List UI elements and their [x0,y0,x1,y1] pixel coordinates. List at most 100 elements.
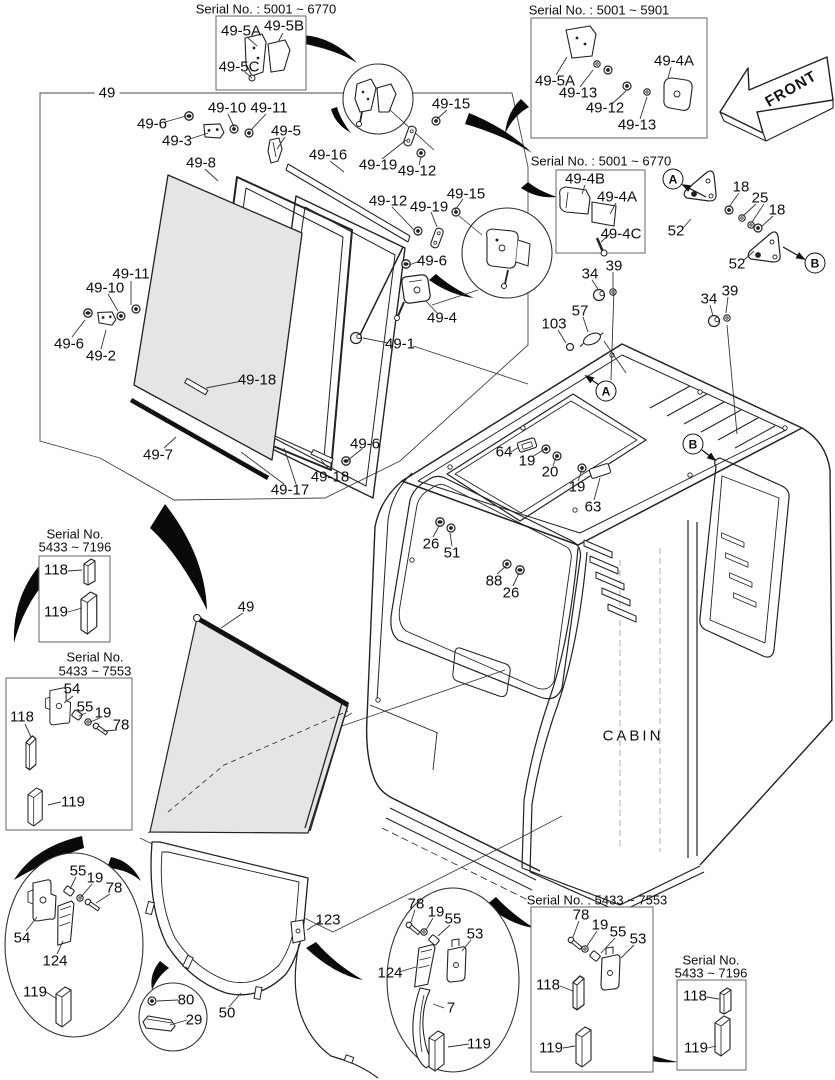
serial-title: Serial No. : 5001 ~ 6770 [195,1,337,17]
part-label-50: 50 [218,1004,236,1022]
serial-title: 5433 ~ 7196 [674,965,748,981]
part-label-19: 19 [591,916,609,934]
serial-title: Serial No. : 5433 ~ 7553 [526,892,668,908]
part-label-49-15: 49-15 [431,95,471,113]
part-label-124: 124 [377,964,403,982]
part-label-49: 49 [94,85,120,101]
part-label-118: 118 [10,708,34,726]
part-label-80: 80 [177,991,195,1009]
part-label-54: 54 [13,929,31,947]
part-label-118: 118 [536,976,560,994]
part-label-19: 19 [518,452,536,470]
cabin-drawing [365,343,833,913]
part-label-119: 119 [23,983,47,1001]
part-label-119: 119 [61,793,85,811]
part-label-49-18: 49-18 [237,371,277,389]
part-label-49-10: 49-10 [207,99,247,117]
part-label-18: 18 [732,178,750,196]
serial-box-6 [530,906,654,1073]
part-label-57: 57 [571,302,589,320]
part-label-34: 34 [700,290,718,308]
part-label-49-12: 49-12 [585,99,625,117]
part-label-119: 119 [44,603,68,621]
part-label-49-6: 49-6 [416,252,448,270]
part-label-26: 26 [502,584,520,602]
part-label-49-5A: 49-5A [534,72,576,90]
part-label-7: 7 [446,999,456,1017]
part-label-118: 118 [44,561,68,579]
part-label-49-4C: 49-4C [600,225,642,243]
part-label-78: 78 [112,716,130,734]
part-label-34: 34 [581,265,599,283]
part-label-78: 78 [572,906,590,924]
serial-box-2 [530,17,708,139]
part-label-49-5A: 49-5A [220,22,262,40]
view-letter-a: A [662,168,684,190]
view-letter-b: B [804,252,826,274]
front-direction-arrow [719,56,834,142]
part-label-88: 88 [485,572,503,590]
part-label-119: 119 [467,1035,491,1053]
part-label-52: 52 [728,255,746,273]
part-label-26: 26 [422,535,440,553]
part-label-63: 63 [584,498,602,516]
part-label-25: 25 [751,189,769,207]
serial-title: 5433 ~ 7196 [38,539,112,555]
serial-title: Serial No. [682,952,740,968]
part-label-49-19: 49-19 [358,156,398,174]
part-label-123: 123 [315,911,341,929]
front-window-assembly [97,123,431,499]
part-label-49-2: 49-2 [85,347,117,365]
part-label-49-13: 49-13 [617,116,657,134]
part-label-119: 119 [684,1039,708,1057]
part-label-49-11: 49-11 [250,99,288,117]
part-label-49-13: 49-13 [558,84,598,102]
hardware-parts [25,25,781,1072]
lower-window-and-door [145,613,379,1079]
part-label-55: 55 [69,862,87,880]
part-label-49-7: 49-7 [142,446,174,464]
part-label-53: 53 [466,925,484,943]
part-label-49-5B: 49-5B [263,17,305,35]
part-label-49-12: 49-12 [368,192,408,210]
part-label-54: 54 [63,680,81,698]
part-label-49-5C: 49-5C [218,58,260,76]
part-label-49-5: 49-5 [270,122,302,140]
part-label-49-12: 49-12 [397,162,437,180]
part-label-39: 39 [605,257,623,275]
serial-title: Serial No. [66,649,124,665]
part-label-19: 19 [94,704,112,722]
part-label-51: 51 [443,544,461,562]
serial-title: Serial No. : 5001 ~ 5901 [528,2,670,18]
part-label-49-11: 49-11 [112,265,150,283]
part-label-29: 29 [185,1011,203,1029]
leader-lines [24,32,806,1049]
part-label-64: 64 [495,443,513,461]
view-letter-b: B [682,433,704,455]
part-label-55: 55 [76,698,94,716]
part-label-52: 52 [667,222,685,240]
part-label-49-19: 49-19 [409,198,449,216]
cabin-text: CABIN [602,727,664,745]
part-label-49-4B: 49-4B [564,170,606,188]
part-label-49-4A: 49-4A [596,188,638,206]
part-label-103: 103 [541,315,567,333]
part-label-78: 78 [407,895,425,913]
serial-title: Serial No. [46,526,104,542]
part-label-118: 118 [683,987,707,1005]
sweep-arrows [13,35,678,1063]
serial-title: 5433 ~ 7553 [58,663,132,679]
part-label-49-18: 49-18 [310,468,350,486]
part-label-49-16: 49-16 [308,146,348,164]
serial-box-7 [676,979,747,1071]
part-label-49-8: 49-8 [185,154,217,172]
part-label-20: 20 [541,463,559,481]
part-label-49-10: 49-10 [85,279,125,297]
part-label-49: 49 [237,598,255,616]
part-label-53: 53 [629,930,647,948]
part-label-55: 55 [444,910,462,928]
part-label-19: 19 [568,478,586,496]
part-label-49-4A: 49-4A [653,52,695,70]
serial-title: Serial No. : 5001 ~ 6770 [530,153,672,169]
